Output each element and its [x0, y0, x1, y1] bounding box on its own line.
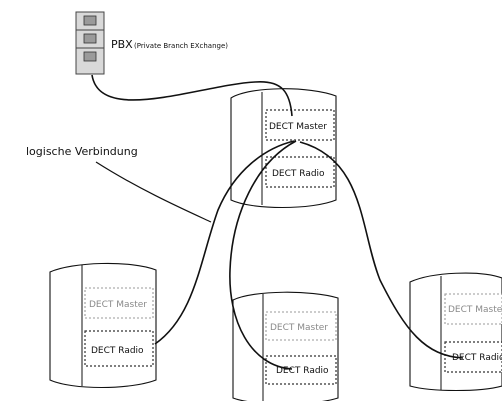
station-center-radio-box [265, 355, 337, 385]
station-center-radio-label: DECT Radio [276, 366, 329, 376]
station-left-radio-box [84, 330, 154, 367]
wire-left-radio [154, 140, 295, 345]
station-top-master-label: DECT Master [269, 122, 327, 132]
station-top-master-box [265, 109, 335, 141]
station-top-radio-box [265, 156, 335, 188]
station-left-master-label: DECT Master [89, 300, 147, 310]
wire-label-to-hub [95, 161, 212, 223]
connection-label: logische Verbindung [26, 145, 138, 158]
pbx-label: PBX [111, 38, 133, 51]
wire-pbx-to-master [91, 74, 293, 117]
wire-right-radio [299, 141, 464, 359]
station-left-master-box [84, 287, 154, 319]
pbx-icon [75, 11, 105, 75]
station-left [49, 262, 157, 388]
station-left-radio-label: DECT Radio [91, 346, 144, 356]
station-center [232, 291, 339, 401]
pbx-sublabel: (Private Branch EXchange) [134, 42, 228, 50]
station-center-master-box [265, 311, 337, 341]
station-center-master-label: DECT Master [270, 323, 328, 333]
station-right [409, 272, 502, 392]
station-right-master-box [444, 293, 502, 325]
wire-center-radio [229, 140, 297, 370]
station-right-radio-label: DECT Radio [452, 353, 502, 363]
station-top-radio-label: DECT Radio [272, 169, 325, 179]
station-right-master-label: DECT Master [448, 305, 502, 315]
